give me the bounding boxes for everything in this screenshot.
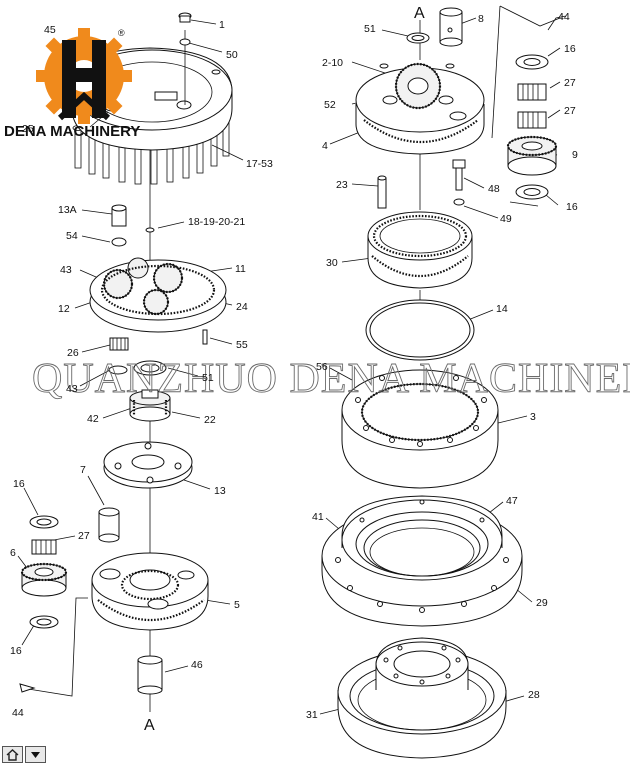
callout: 43 [66,383,78,395]
callout: 54 [66,230,78,242]
callout: 9 [572,149,578,161]
housing-part-29 [321,495,523,627]
section-mark-bottom: A [144,717,155,734]
home-button[interactable] [2,746,23,763]
callout: 14 [496,303,508,315]
home-icon [6,748,19,761]
dena-logo: ® DENA MACHINERY [4,28,140,140]
callout: 56 [316,361,328,373]
callout: 26 [67,347,79,359]
callout: 17-53 [246,158,273,170]
pin-part-13a [111,204,127,247]
callout: 29 [536,597,548,609]
pin-part-23 [377,175,387,209]
callout: 43 [60,264,72,276]
section-mark-top: A [414,5,425,22]
thrust-plate-part-13 [103,441,193,489]
callout: 2-10 [322,57,343,69]
callout: 28 [528,689,540,701]
callout: 50 [226,49,238,61]
callout: 12 [58,303,70,315]
dropdown-arrow-icon [31,751,40,758]
callout: 27 [564,105,576,117]
washer-part-43 [108,365,128,375]
watermark-text: QUANZHUO DENA MACHINERY [32,356,630,402]
bolt-part-1 [178,12,192,46]
bolt-part-48 [452,159,466,191]
callout: 16 [566,201,578,213]
callout: 4 [322,140,328,152]
washer-part-51 [133,360,167,376]
callout: 49 [500,213,512,225]
output-flange-part-28 [337,637,507,759]
callout: 24 [236,301,248,313]
callout: 55 [236,339,248,351]
callout: 16 [13,478,25,490]
registered-mark: ® [118,28,125,38]
pin-part-7 [98,507,120,543]
planet-gear-stack-part-9 [506,54,558,200]
callout: 11 [235,263,246,275]
bushing-part-46 [137,655,163,695]
washer-part-49 [453,198,465,206]
callout: 25 [22,123,34,135]
callout: 51 [202,372,214,384]
gear-logo-icon [36,28,132,124]
callout: 47 [506,495,518,507]
callout: 8 [478,13,484,25]
callout: 46 [191,659,203,671]
callout-labels: 1 45 50 25 17-53 13A 18-19-20-21 54 43 1… [10,11,578,721]
callout: 48 [488,183,500,195]
ring-gear-part-3 [341,369,499,489]
dropdown-button[interactable] [25,746,46,763]
planetary-carrier-part-11 [89,257,227,333]
o-ring-part-14 [365,299,475,361]
callout: 23 [336,179,348,191]
callout: 6 [10,547,16,559]
callout: 44 [558,11,570,23]
callout: 27 [78,530,90,542]
pin-part-8 [439,7,463,47]
sun-gear-part-22 [129,389,171,422]
planet-carrier-part-5 [91,552,209,631]
washer-part-51-right [406,32,430,44]
pin-part-18 [145,227,155,233]
callout: 31 [306,709,318,721]
callout: 13 [214,485,226,497]
side-stack-gear-6 [20,515,68,629]
callout: 27 [564,77,576,89]
callout: 44 [12,707,24,719]
callout: 5 [234,599,240,611]
callout: 16 [564,43,576,55]
callout: 52 [324,99,336,111]
brand-name: DENA MACHINERY [4,123,140,140]
callout: 42 [87,413,99,425]
callout: 16 [10,645,22,657]
callout: 41 [312,511,324,523]
bearing-part-26 [109,337,129,351]
callout: 51 [364,23,376,35]
planet-carrier-part-4 [355,62,485,155]
viewer-toolbar [2,746,46,763]
planet-carrier-part-30 [367,211,473,289]
callout: 30 [326,257,338,269]
callout: 45 [44,24,56,36]
callout: 7 [80,464,86,476]
callout: 13A [58,204,77,216]
pin-part-44-left [19,683,36,693]
pin-part-44-right [547,15,567,31]
callout: 3 [530,411,536,423]
bolt-part-55 [202,329,208,345]
callout: 1 [219,19,225,31]
callout: 22 [204,414,216,426]
callout: 18-19-20-21 [188,216,245,228]
